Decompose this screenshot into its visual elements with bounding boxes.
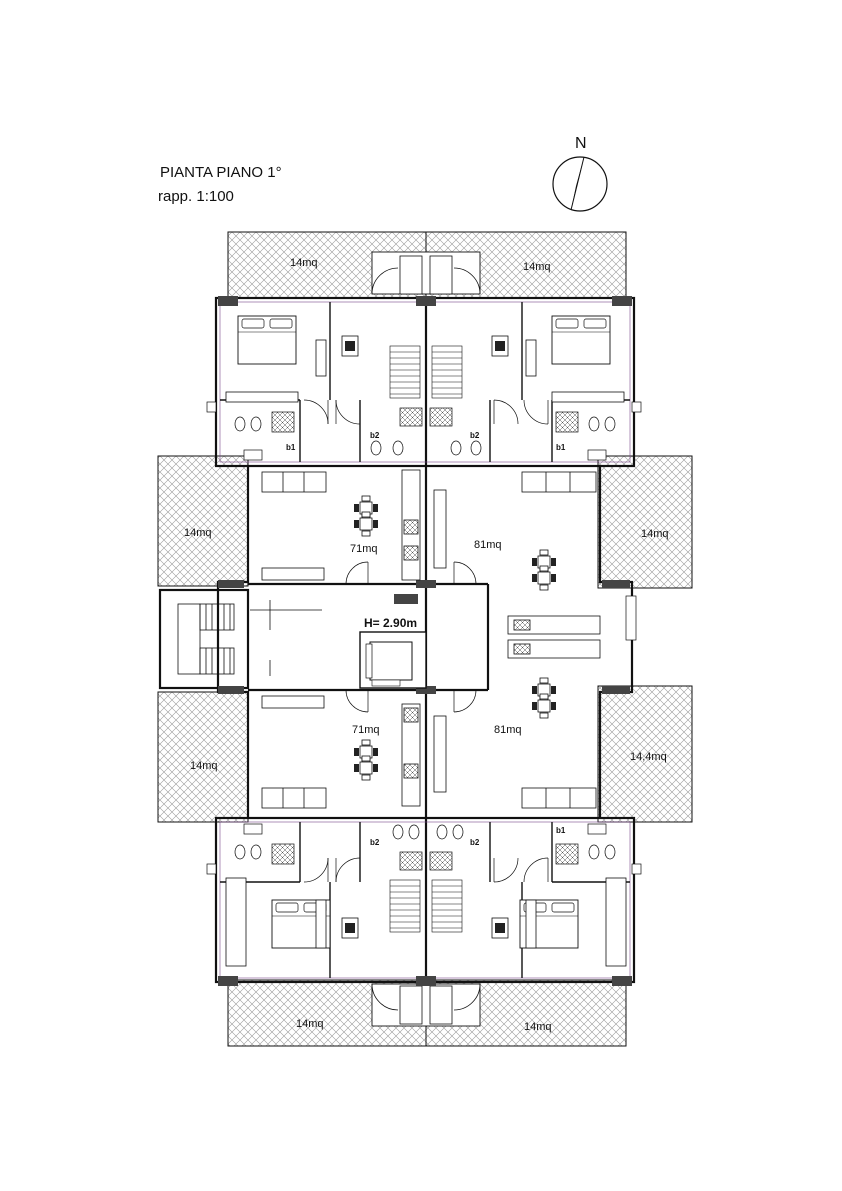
bathroom-label-b2-upper-right: b2 bbox=[470, 431, 480, 440]
apartment-area-upper-left: 71mq bbox=[350, 543, 378, 555]
wardrobes bbox=[225, 339, 627, 967]
dining-table-lower-left-b bbox=[353, 755, 379, 781]
terrace-area-bottom-left: 14mq bbox=[296, 1018, 324, 1030]
bathroom-label-b2-upper-left: b2 bbox=[370, 431, 380, 440]
common-staircase bbox=[177, 600, 322, 676]
dining-table-upper-right-b bbox=[531, 565, 557, 591]
terrace-area-top-left: 14mq bbox=[290, 257, 318, 269]
drawing-title: PIANTA PIANO 1° bbox=[160, 164, 282, 181]
kitchens bbox=[401, 469, 601, 807]
entry-stairs-bottom bbox=[371, 983, 481, 1027]
terrace-left-lower bbox=[157, 691, 249, 823]
terrace-area-right-lower: 14,4mq bbox=[630, 751, 667, 763]
windows bbox=[206, 401, 642, 875]
bed-upper-right bbox=[551, 315, 611, 365]
terrace-area-top-right: 14mq bbox=[523, 261, 551, 273]
terrace-area-left-upper: 14mq bbox=[184, 527, 212, 539]
dining-table-upper-left-b bbox=[353, 511, 379, 537]
terrace-right-upper bbox=[597, 455, 693, 589]
doors bbox=[303, 399, 549, 883]
apartment-area-upper-right: 81mq bbox=[474, 539, 502, 551]
terrace-area-bottom-right: 14mq bbox=[524, 1021, 552, 1033]
bathroom-label-b1-upper-left: b1 bbox=[286, 443, 296, 452]
north-label: N bbox=[575, 135, 587, 152]
ceiling-height-label: H= 2.90m bbox=[364, 616, 417, 630]
sofas bbox=[261, 471, 597, 809]
terrace-area-left-lower: 14mq bbox=[190, 760, 218, 772]
bathroom-label-b2-lower-left: b2 bbox=[370, 838, 380, 847]
bed-upper-left bbox=[237, 315, 297, 365]
internal-stairs bbox=[389, 345, 463, 933]
drawing-scale: rapp. 1:100 bbox=[158, 188, 234, 205]
desk-lower-left bbox=[341, 917, 359, 939]
desk-upper-left bbox=[341, 335, 359, 357]
entry-stairs-top bbox=[371, 251, 481, 295]
terrace-area-right-upper: 14mq bbox=[641, 528, 669, 540]
terrace-right-lower bbox=[597, 685, 693, 823]
elevator bbox=[359, 631, 427, 689]
bathroom-fixtures bbox=[234, 407, 616, 871]
apartment-area-lower-right: 81mq bbox=[494, 724, 522, 736]
north-arrow-icon bbox=[552, 156, 608, 212]
bathroom-label-b2-lower-right: b2 bbox=[470, 838, 480, 847]
bathroom-label-b1-upper-right: b1 bbox=[556, 443, 566, 452]
bathroom-label-b1-lower-right: b1 bbox=[556, 826, 566, 835]
structural-columns bbox=[218, 296, 632, 986]
terrace-left-upper bbox=[157, 455, 249, 587]
desk-upper-right bbox=[491, 335, 509, 357]
apartment-area-lower-left: 71mq bbox=[352, 724, 380, 736]
desk-lower-right bbox=[491, 917, 509, 939]
dining-table-lower-right-b bbox=[531, 693, 557, 719]
